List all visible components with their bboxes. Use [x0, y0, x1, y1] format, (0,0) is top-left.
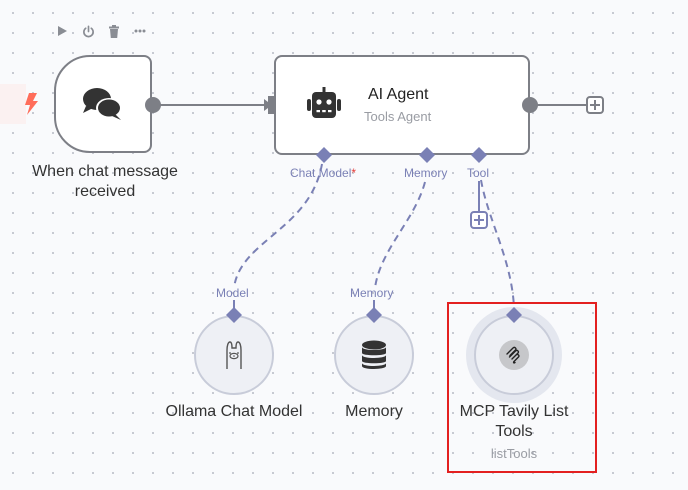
ai-agent-input-handle[interactable] [268, 96, 278, 114]
tool-port-label: Tool [467, 166, 490, 180]
database-icon [362, 340, 386, 369]
mcp-input-handle[interactable] [505, 306, 523, 324]
memory-port-label: Memory [404, 166, 448, 180]
ollama-input-handle[interactable] [225, 306, 243, 324]
trash-icon [109, 24, 119, 38]
chat-trigger-node[interactable] [54, 55, 152, 153]
selection-rectangle [447, 302, 597, 473]
llama-icon [226, 341, 242, 369]
plus-icon [474, 215, 484, 225]
required-marker: * [351, 166, 357, 180]
mcp-subtitle: listTools [490, 446, 538, 461]
ai-agent-title: AI Agent [368, 86, 429, 103]
ai-agent-subtitle: Tools Agent [364, 109, 432, 124]
execute-node-button[interactable] [54, 23, 70, 39]
mcp-icon [506, 346, 520, 364]
power-icon [82, 25, 94, 37]
ellipsis-icon [134, 29, 146, 33]
robot-icon [307, 87, 341, 118]
edge-memory-to-memory[interactable] [374, 181, 426, 289]
ollama-chat-model-node[interactable] [194, 315, 274, 395]
memory-input-handle[interactable] [365, 306, 383, 324]
mcp-icon-badge [499, 340, 529, 370]
add-node-after-agent-button[interactable] [586, 96, 604, 114]
ai-agent-node[interactable]: AI Agent Tools Agent [274, 55, 530, 155]
memory-label: Memory [345, 403, 403, 420]
edge-model-to-ollama[interactable] [233, 163, 323, 289]
play-icon [58, 26, 67, 36]
chat-model-port-label: Chat Model* [290, 166, 356, 180]
add-tool-button[interactable] [470, 211, 488, 229]
chat-model-port-handle[interactable] [315, 146, 333, 164]
mcp-label: MCP Tavily List Tools [444, 402, 584, 442]
chat-bubbles-icon [83, 88, 122, 120]
deactivate-node-button[interactable] [80, 23, 96, 39]
trigger-indicator [0, 84, 26, 124]
lightning-bolt-icon [25, 93, 38, 115]
memory-node-port-label: Memory [350, 286, 394, 300]
ollama-label: Ollama Chat Model [165, 403, 303, 420]
memory-port-handle[interactable] [418, 146, 436, 164]
chat-trigger-label-line2: received [74, 183, 136, 200]
mcp-label-line2: Tools [495, 423, 533, 440]
chat-trigger-label-line1: When chat message [32, 163, 178, 180]
delete-node-button[interactable] [106, 23, 122, 39]
node-toolbar [54, 21, 148, 41]
memory-node[interactable] [334, 315, 414, 395]
chat-trigger-label: When chat message received [20, 162, 190, 202]
mcp-tavily-list-tools-node[interactable] [474, 315, 554, 395]
ai-agent-output-handle[interactable] [521, 96, 539, 114]
plus-icon [590, 100, 600, 110]
edge-tool-to-mcp[interactable] [480, 179, 515, 309]
ollama-port-label: Model [216, 286, 249, 300]
chat-model-port-text: Chat Model [290, 166, 352, 180]
chat-trigger-output-handle[interactable] [144, 96, 162, 114]
more-options-button[interactable] [132, 23, 148, 39]
mcp-label-line1: MCP Tavily List [459, 403, 569, 420]
tool-port-handle[interactable] [470, 146, 488, 164]
